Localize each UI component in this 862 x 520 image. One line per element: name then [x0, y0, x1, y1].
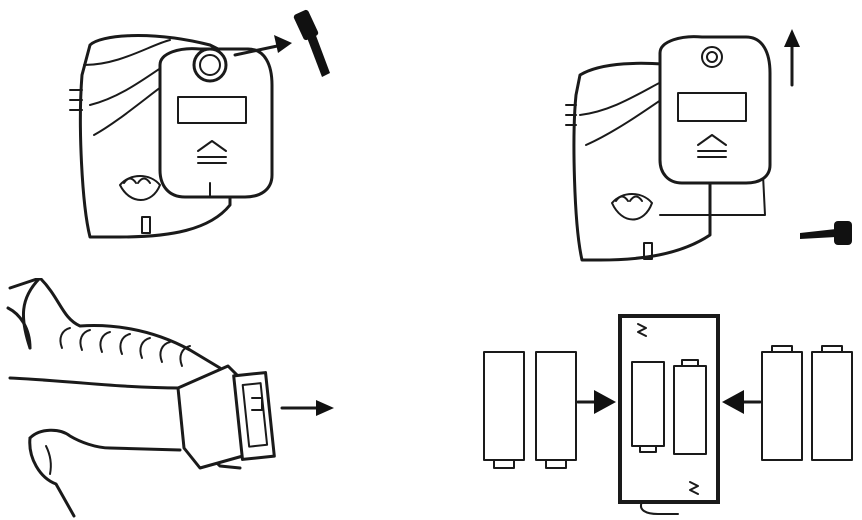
panel-pull-battery-tray [0, 278, 360, 518]
battery-icon [811, 345, 853, 461]
panel-remove-screw [60, 5, 360, 245]
device-cover-open-drawing [565, 29, 852, 262]
up-arrow-icon [784, 29, 800, 87]
panel-insert-batteries [478, 310, 862, 520]
battery-holder-drawing [483, 314, 853, 515]
right-arrow-icon [576, 390, 616, 414]
panel-slide-cover-up [560, 5, 860, 265]
device-back-drawing [69, 9, 330, 239]
right-arrow-icon [280, 400, 334, 416]
screw-icon [293, 9, 330, 77]
battery-icon [761, 345, 803, 461]
battery-icon [483, 351, 525, 469]
battery-holder [618, 314, 720, 515]
device-side-drawing [6, 278, 334, 518]
screw-icon [800, 221, 852, 245]
left-arrow-icon [722, 390, 762, 414]
battery-icon [535, 351, 577, 469]
